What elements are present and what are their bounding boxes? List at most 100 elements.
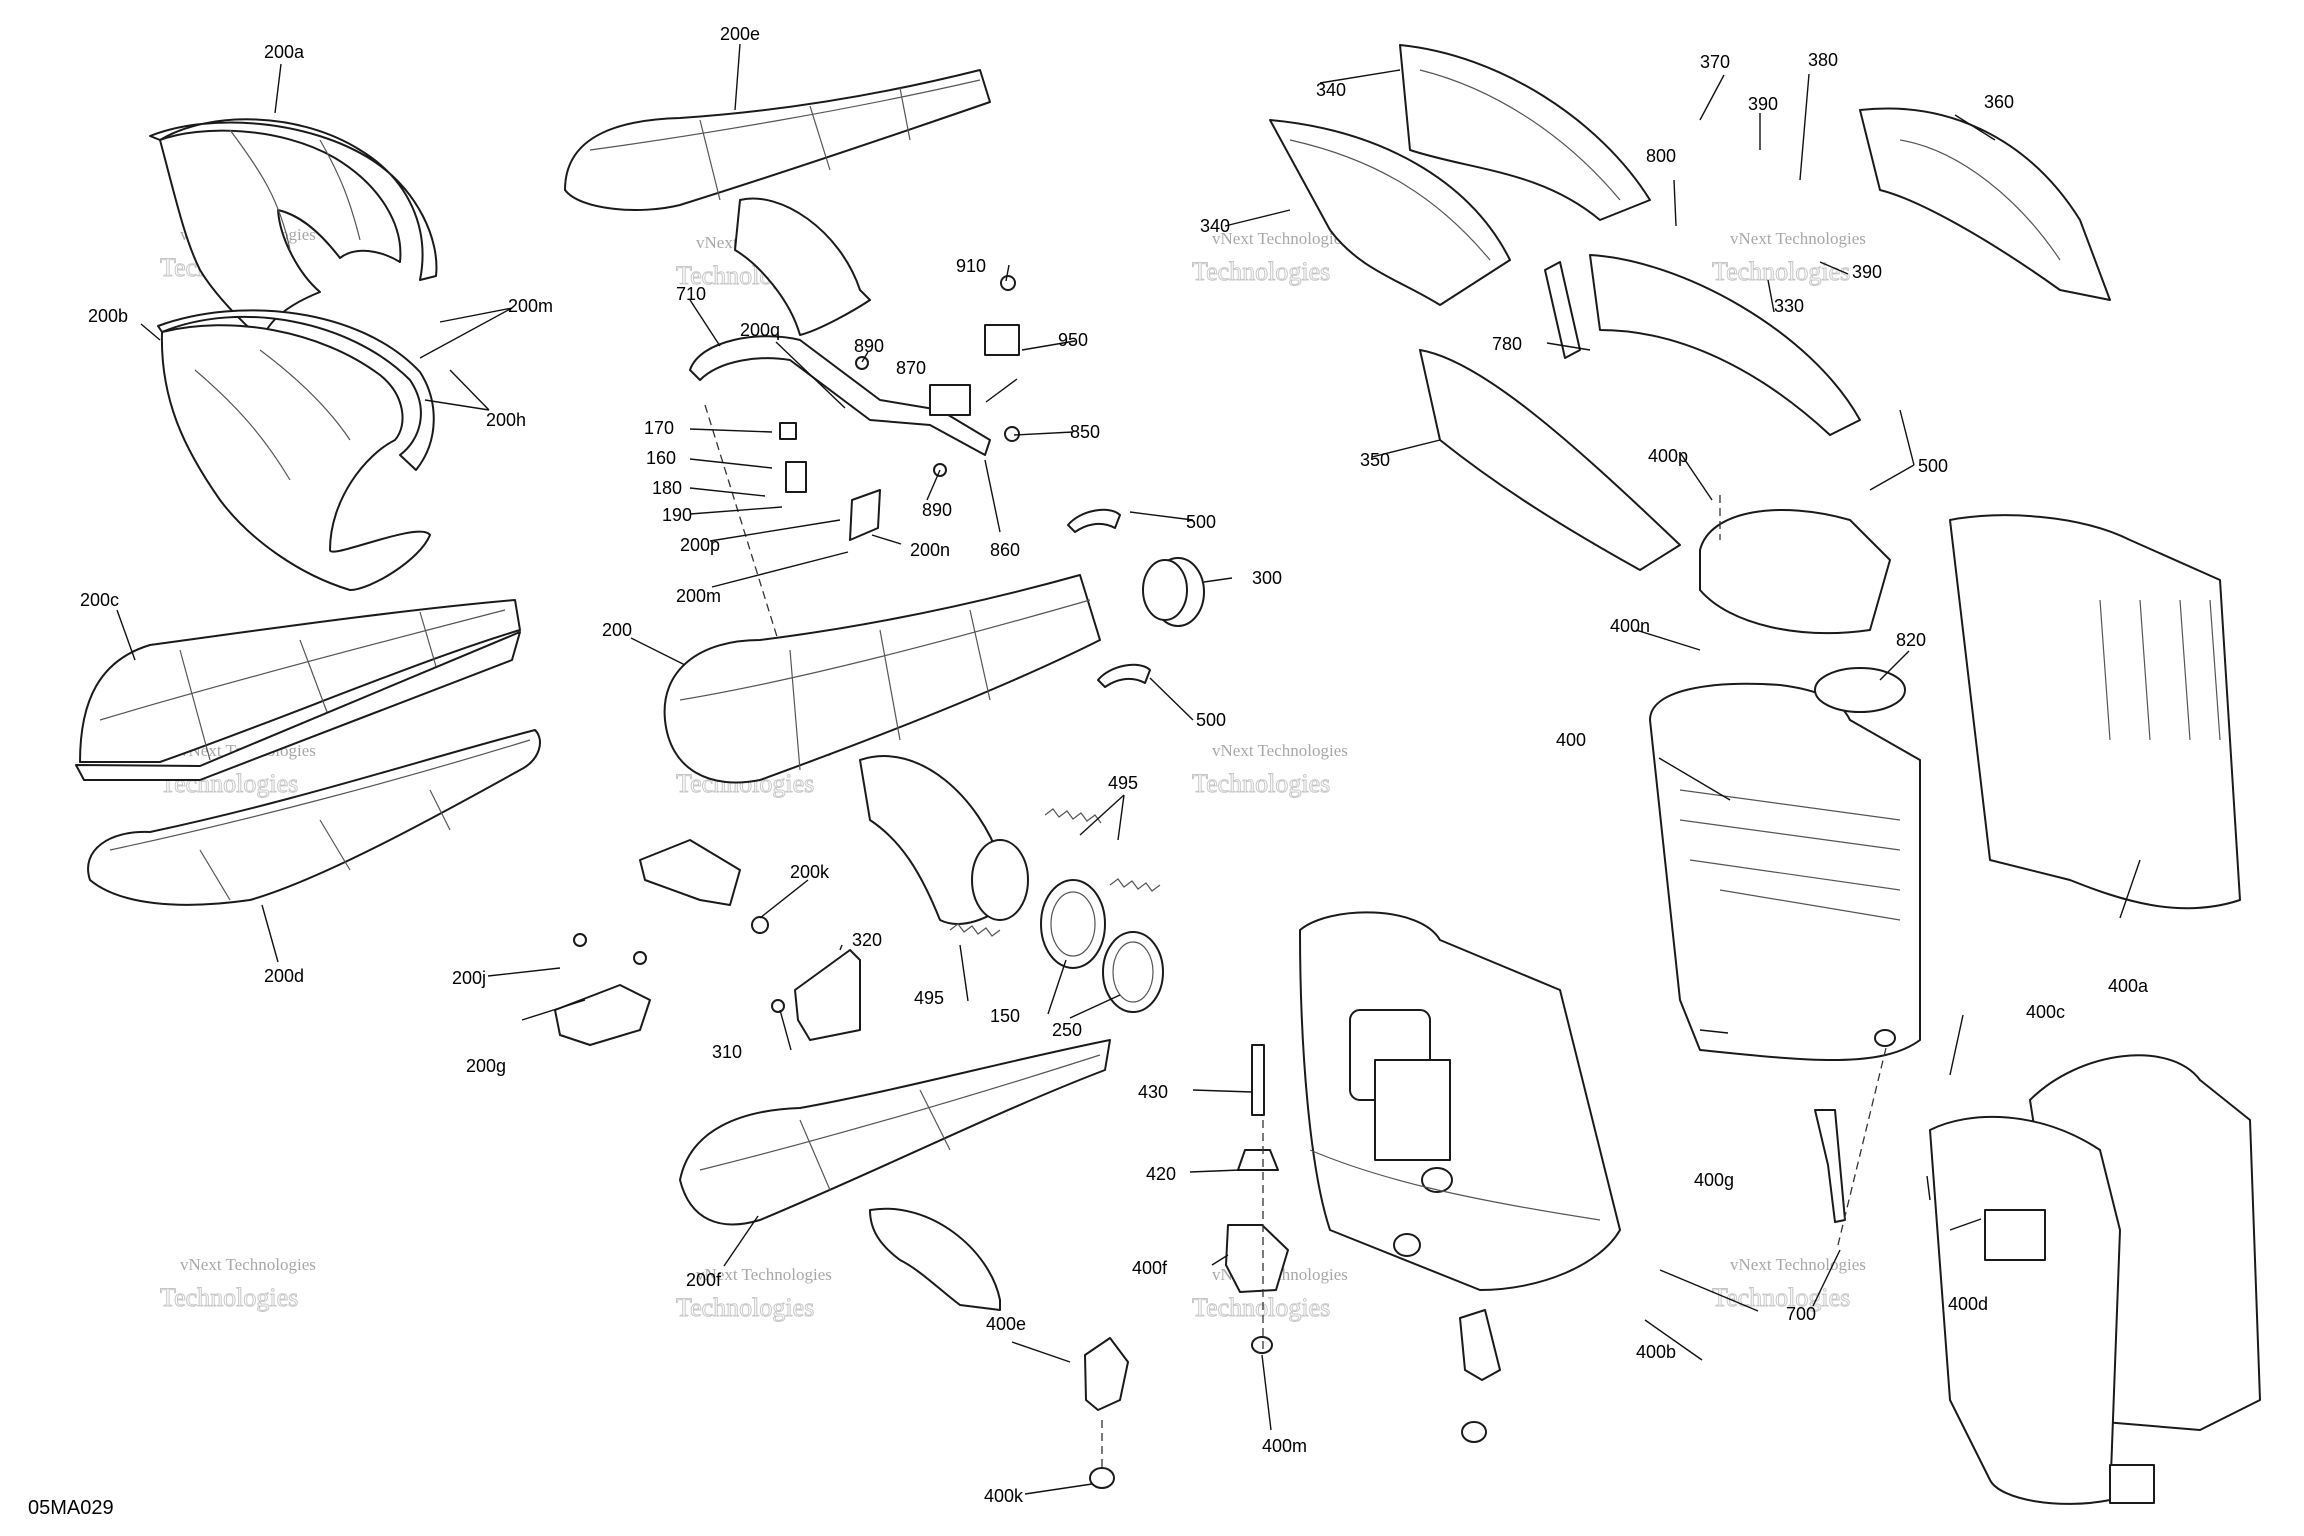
callout-400k: 400k — [984, 1486, 1024, 1506]
callout-870: 870 — [896, 358, 926, 378]
flange-300 — [1142, 557, 1205, 627]
callout-400c: 400c — [2026, 1002, 2065, 1022]
callout-labels: 200a 200b 200c 200d 200e 200f 200g 200h … — [80, 24, 2149, 1506]
watermark-text: Technologies — [1712, 257, 1850, 286]
callout-200q: 200q — [740, 320, 780, 340]
callout-700: 700 — [1786, 1304, 1816, 1324]
brackets — [554, 839, 861, 1046]
callout-390-bottom: 390 — [1852, 262, 1882, 282]
watermark-text: vNext Technologies — [180, 1255, 316, 1274]
callout-400d: 400d — [1948, 1294, 1988, 1314]
callout-340-top: 340 — [1316, 80, 1346, 100]
callout-160: 160 — [646, 448, 676, 468]
callout-820: 820 — [1896, 630, 1926, 650]
callout-200d: 200d — [264, 966, 304, 986]
watermark-text: vNext Technologies — [696, 1265, 832, 1284]
callout-200f: 200f — [686, 1270, 722, 1290]
callout-500-right: 500 — [1918, 456, 1948, 476]
callout-400a: 400a — [2108, 976, 2149, 996]
callout-360: 360 — [1984, 92, 2014, 112]
callout-500-top: 500 — [1186, 512, 1216, 532]
callout-200n: 200n — [910, 540, 950, 560]
callout-400f: 400f — [1132, 1258, 1168, 1278]
callout-950: 950 — [1058, 330, 1088, 350]
callout-200e: 200e — [720, 24, 760, 44]
watermark-text: Technologies — [1712, 1283, 1850, 1312]
watermark-text: vNext Technologies — [1730, 1255, 1866, 1274]
callout-495-upper: 495 — [1108, 773, 1138, 793]
callout-495-lower: 495 — [914, 988, 944, 1008]
callout-400n: 400n — [1610, 616, 1650, 636]
callout-780: 780 — [1492, 334, 1522, 354]
callout-330: 330 — [1774, 296, 1804, 316]
feet — [1084, 1044, 1501, 1489]
callout-200m-mid: 200m — [676, 586, 721, 606]
cover-200f — [679, 1039, 1111, 1311]
diagram-code: 05MA029 — [28, 1497, 114, 1519]
cover-200c — [75, 599, 521, 781]
callout-200b: 200b — [88, 306, 128, 326]
callout-250: 250 — [1052, 1020, 1082, 1040]
callout-390-top: 390 — [1748, 94, 1778, 114]
ring-150 — [1040, 879, 1106, 969]
callout-500-mid: 500 — [1196, 710, 1226, 730]
callout-150: 150 — [990, 1006, 1020, 1026]
watermark-text: vNext Technologies — [1212, 229, 1348, 248]
callout-200k: 200k — [790, 862, 830, 882]
callout-200c: 200c — [80, 590, 119, 610]
callout-400m: 400m — [1262, 1436, 1307, 1456]
leader-lines — [116, 43, 2141, 1495]
muffler-400 — [1649, 509, 2241, 1061]
muffler-200 — [663, 574, 1101, 925]
callout-180: 180 — [652, 478, 682, 498]
callout-890-top: 890 — [854, 336, 884, 356]
watermark-text: Technologies — [1192, 1293, 1330, 1322]
watermark-text: vNext Technologies — [1730, 229, 1866, 248]
watermark-text: Technologies — [1192, 257, 1330, 286]
callout-350: 350 — [1360, 450, 1390, 470]
callout-400p: 400p — [1648, 446, 1688, 466]
heat-shield-200a — [149, 118, 438, 341]
callout-300: 300 — [1252, 568, 1282, 588]
callout-890-bottom: 890 — [922, 500, 952, 520]
callout-200j: 200j — [452, 968, 486, 988]
callout-420: 420 — [1146, 1164, 1176, 1184]
callout-380: 380 — [1808, 50, 1838, 70]
callout-400g: 400g — [1694, 1170, 1734, 1190]
callout-310: 310 — [712, 1042, 742, 1062]
assembly-lines — [704, 404, 1887, 1470]
callout-200g: 200g — [466, 1056, 506, 1076]
callout-800: 800 — [1646, 146, 1676, 166]
watermark-text: Technologies — [676, 1293, 814, 1322]
housing-400b — [1299, 911, 1621, 1291]
cover-200e — [564, 69, 991, 336]
watermark-text: vNext Technologies — [1212, 741, 1348, 760]
callout-430: 430 — [1138, 1082, 1168, 1102]
callout-850: 850 — [1070, 422, 1100, 442]
shields-upper-right — [1269, 44, 2111, 571]
callout-400: 400 — [1556, 730, 1586, 750]
callout-860: 860 — [990, 540, 1020, 560]
callout-710: 710 — [676, 284, 706, 304]
callout-200: 200 — [602, 620, 632, 640]
callout-910: 910 — [956, 256, 986, 276]
callout-190: 190 — [662, 505, 692, 525]
callout-200m-top: 200m — [508, 296, 553, 316]
callout-200p: 200p — [680, 535, 720, 555]
heat-shield-200b — [157, 309, 435, 591]
watermark-text: Technologies — [1192, 769, 1330, 798]
callout-340-mid: 340 — [1200, 216, 1230, 236]
callout-370: 370 — [1700, 52, 1730, 72]
callout-200a: 200a — [264, 42, 305, 62]
callout-400e: 400e — [986, 1314, 1026, 1334]
sensor-700 — [1814, 1029, 1896, 1223]
watermark-text: Technologies — [160, 1283, 298, 1312]
callout-200h: 200h — [486, 410, 526, 430]
ring-250 — [1102, 931, 1164, 1013]
springs — [949, 508, 1161, 937]
sensor-assembly — [689, 275, 1020, 541]
cover-200d — [87, 729, 541, 906]
callout-320: 320 — [852, 930, 882, 950]
covers-400c-400d — [1929, 1054, 2261, 1505]
